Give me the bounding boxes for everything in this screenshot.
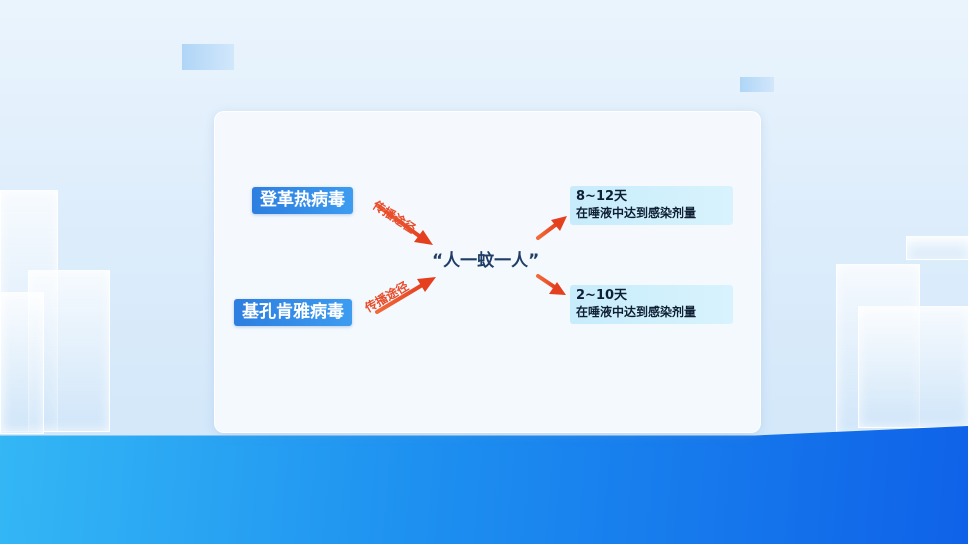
floor — [0, 426, 968, 544]
result-description: 在唾液中达到感染剂量 — [576, 305, 697, 319]
arrow-result-top — [536, 216, 567, 240]
decor-building — [906, 236, 968, 260]
result-days: 8~12天 — [576, 189, 628, 204]
chikungunya-virus-label: 基孔肯雅病毒 — [234, 299, 352, 326]
decor-tile-left — [182, 44, 234, 70]
arrow-result-bottom — [536, 274, 566, 295]
transmission-cycle-text: “人一蚊一人” — [432, 251, 540, 271]
result-box-chikungunya: 2~10天 在唾液中达到感染剂量 — [570, 285, 733, 324]
arrow-chikungunya — [375, 277, 436, 314]
result-box-dengue: 8~12天 在唾液中达到感染剂量 — [570, 186, 733, 225]
decor-tile-right — [740, 77, 774, 92]
diagram-panel — [214, 111, 761, 433]
arrow-dengue — [376, 204, 433, 245]
result-description: 在唾液中达到感染剂量 — [576, 206, 697, 220]
decor-building — [0, 292, 44, 434]
decor-building — [858, 306, 968, 428]
dengue-virus-label: 登革热病毒 — [252, 187, 353, 214]
result-days: 2~10天 — [576, 288, 628, 303]
